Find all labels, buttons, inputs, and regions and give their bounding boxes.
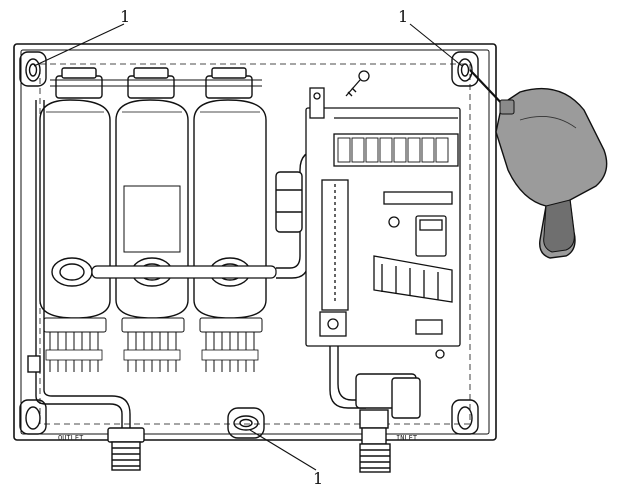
mounting-hole-bottom-right (451, 399, 479, 435)
mounting-hole-bottom-left (19, 399, 47, 435)
mounting-hole-top-right (451, 51, 479, 87)
terminal-block-3 (199, 317, 263, 372)
callout-top-left: 1 (120, 7, 130, 26)
inlet-label: INLET (396, 434, 418, 442)
heating-chambers (39, 67, 277, 319)
heating-chamber-1 (39, 67, 111, 319)
outlet-label: OUTLET (58, 434, 84, 442)
mounting-hole-bottom-center (227, 407, 265, 439)
callout-top-right: 1 (398, 7, 408, 26)
heating-chamber-2 (115, 67, 189, 319)
control-board (305, 87, 461, 359)
terminal-block-2 (121, 317, 185, 372)
callout-leaders (33, 23, 463, 471)
mounting-hole-top-left (19, 51, 47, 87)
key-icon (345, 70, 370, 97)
heating-chamber-3 (193, 67, 267, 319)
outlet-pipe (27, 100, 145, 471)
inlet-valve (355, 373, 421, 473)
callout-bottom-center: 1 (313, 469, 323, 488)
power-drill-icon (469, 69, 608, 259)
